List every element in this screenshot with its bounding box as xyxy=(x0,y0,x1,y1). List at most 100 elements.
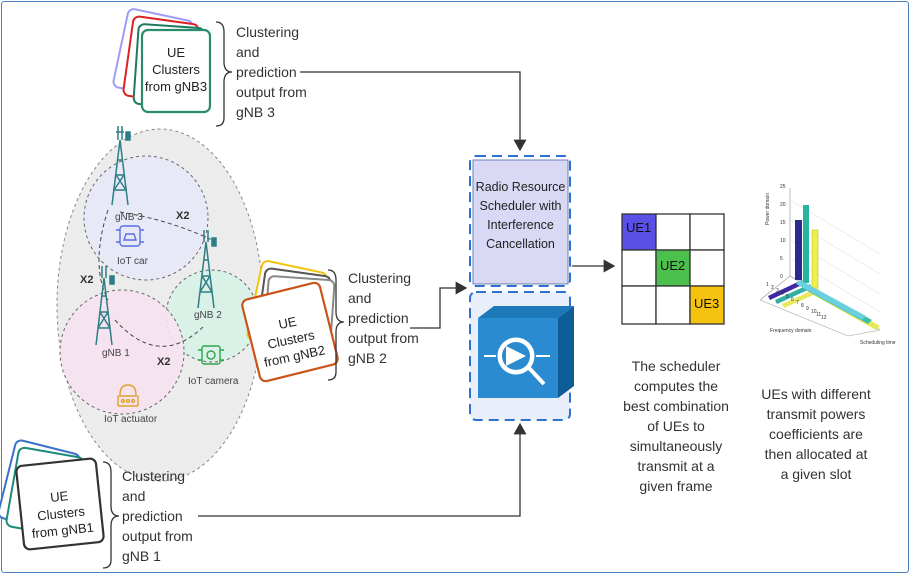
text-line: output from xyxy=(236,84,307,100)
text-line: given frame xyxy=(639,478,713,494)
x2-top-label: X2 xyxy=(176,210,190,222)
bar-ue3 xyxy=(811,229,819,289)
x-tick-label: 12 xyxy=(821,315,827,321)
x-tick-label: 1 xyxy=(766,282,769,288)
x2-link-left xyxy=(98,209,109,301)
y-tick-label: 5 xyxy=(780,256,783,262)
text-line: a given slot xyxy=(780,466,852,482)
gnb3-label: gNB 3 xyxy=(115,212,143,223)
power-caption: UEs with different transmit powers coeff… xyxy=(750,384,882,484)
gnb1-output-label: Clustering and prediction output from gN… xyxy=(122,466,193,566)
arrow-gnb1-to-scheduler xyxy=(198,422,527,517)
y-tick-label: 10 xyxy=(780,238,786,244)
text-line: best combination xyxy=(623,398,729,414)
text-line: Clustering xyxy=(348,270,412,286)
iot-camera-icon xyxy=(198,345,224,365)
text-line: computes the xyxy=(633,378,719,394)
y-tick-label: 15 xyxy=(780,220,786,226)
text-line: The scheduler xyxy=(631,358,721,374)
card-line: Clusters xyxy=(152,62,200,77)
text-line: transmit powers xyxy=(766,406,866,422)
iot-actuator-icon xyxy=(117,384,139,407)
text-line: Clustering xyxy=(236,24,300,40)
iot-car-label: IoT car xyxy=(117,256,148,267)
text-line: coefficients are xyxy=(769,426,863,442)
mini-chart-xlabel: Frequency domain xyxy=(770,328,812,334)
card-line: from gNB3 xyxy=(144,79,208,94)
x-tick-label: 7 xyxy=(796,300,799,306)
text-line: and xyxy=(236,44,260,60)
x-tick-label: 6 xyxy=(791,297,794,303)
gnb2-tower xyxy=(197,230,217,309)
x-tick-label: 11 xyxy=(816,312,822,318)
arrow-gnb2-to-scheduler xyxy=(410,281,468,329)
gnb1-tower xyxy=(95,266,115,346)
text-line: gNB 2 xyxy=(348,350,387,366)
text-line: prediction xyxy=(236,64,297,80)
text-line: prediction xyxy=(122,508,183,524)
text-line: and xyxy=(348,290,372,306)
x2-left-label: X2 xyxy=(80,274,94,286)
scheduling-grid xyxy=(621,213,725,325)
gnb1-card-stack xyxy=(0,439,105,551)
iot-car-icon xyxy=(116,225,144,247)
text-line: simultaneously xyxy=(629,438,723,454)
text-line: prediction xyxy=(348,310,409,326)
gnb3-card-stack xyxy=(112,8,212,114)
bar-ue1 xyxy=(795,220,802,280)
arrow-gnb3-to-scheduler xyxy=(300,71,527,152)
gnb1-cell xyxy=(59,289,185,415)
analyzer-icon xyxy=(478,306,574,398)
scheduler-label: Radio Resource Scheduler with Interferen… xyxy=(473,178,568,254)
iot-camera-label: IoT camera xyxy=(188,376,239,387)
x-tick-label: 9 xyxy=(806,306,809,312)
scheduler-box xyxy=(472,159,569,285)
gnb1-label: gNB 1 xyxy=(102,348,130,359)
x-tick-label: 3 xyxy=(776,288,779,294)
y-tick-label: 20 xyxy=(780,202,786,208)
iot-actuator-label: IoT actuator xyxy=(104,414,158,425)
text-line: Cancellation xyxy=(486,237,555,251)
gnb3-card-label: UE Clusters from gNB3 xyxy=(142,44,210,95)
gnb2-brace xyxy=(327,269,345,381)
text-line: gNB 3 xyxy=(236,104,275,120)
text-line: output from xyxy=(348,330,419,346)
gnb2-output-label: Clustering and prediction output from gN… xyxy=(348,268,419,368)
gnb3-output-label: Clustering and prediction output from gN… xyxy=(236,22,307,122)
gnb2-card-stack xyxy=(241,260,339,383)
text-line: of UEs to xyxy=(647,418,705,434)
power-chart xyxy=(759,188,881,337)
x-tick-label: 8 xyxy=(801,303,804,309)
gnb2-label: gNB 2 xyxy=(194,310,222,321)
text-line: then allocated at xyxy=(764,446,868,462)
text-line: output from xyxy=(122,528,193,544)
scheduler-caption: The scheduler computes the best combinat… xyxy=(612,356,740,496)
bar-ue2 xyxy=(803,205,809,283)
y-tick-label: 25 xyxy=(780,184,786,190)
text-line: and xyxy=(122,488,146,504)
x2-bottom-label: X2 xyxy=(157,356,171,368)
text-line: Radio Resource xyxy=(475,180,566,194)
gnb1-card-label: UE Clusters from gNB1 xyxy=(22,484,101,542)
text-line: Clustering xyxy=(122,468,186,484)
ue1-label: UE1 xyxy=(626,220,652,235)
gnb3-brace xyxy=(215,21,233,127)
ue2-label: UE2 xyxy=(660,258,686,273)
gnb1-brace xyxy=(102,461,120,569)
gnb3-tower xyxy=(111,126,131,206)
ue3-label: UE3 xyxy=(694,296,720,311)
x-tick-label: 4 xyxy=(781,291,784,297)
gnb3-cell xyxy=(83,155,209,281)
y-tick-label: 0 xyxy=(780,274,783,280)
text-line: transmit at a xyxy=(637,458,715,474)
mini-chart-ylabel: Power domain xyxy=(764,193,771,225)
x-tick-label: 5 xyxy=(786,294,789,300)
text-line: UEs with different xyxy=(761,386,871,402)
text-line: gNB 1 xyxy=(122,548,161,564)
card-line: UE xyxy=(166,45,186,60)
text-line: Interference xyxy=(487,218,554,232)
mini-chart-zlabel: Scheduling time xyxy=(860,340,896,346)
x-tick-label: 2 xyxy=(771,285,774,291)
